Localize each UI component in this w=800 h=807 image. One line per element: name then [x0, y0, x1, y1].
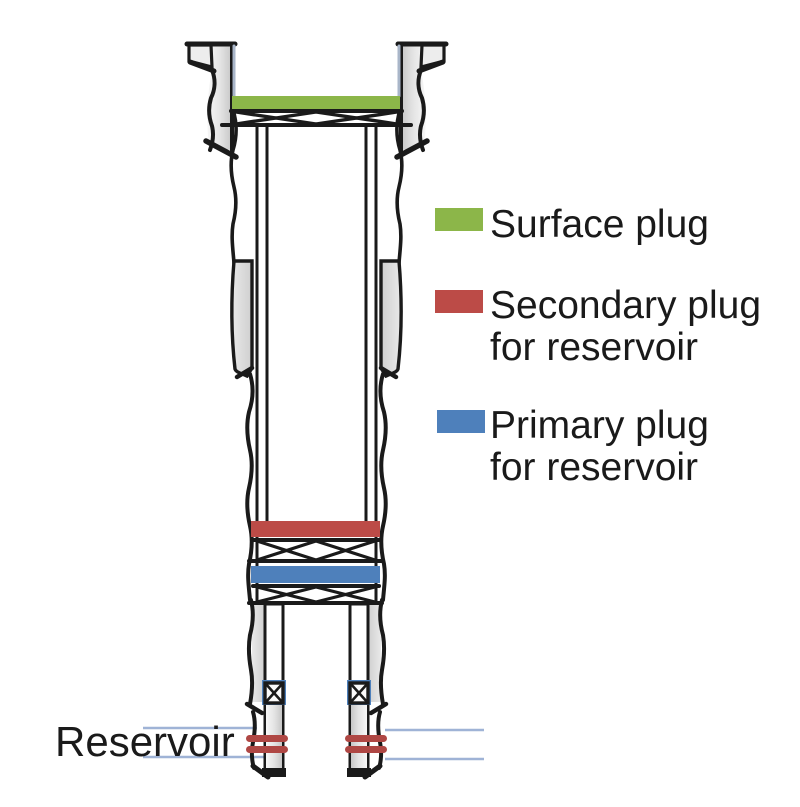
secondary-plug	[251, 521, 380, 537]
legend-item-surface-plug: Surface plug	[435, 203, 709, 246]
legend: Surface plug Secondary plug for reservoi…	[435, 203, 761, 489]
liner-bottom-cap	[262, 768, 286, 777]
legend-swatch-surface-plug	[435, 208, 483, 231]
well-casing-left	[184, 41, 288, 780]
well-casing-right	[345, 44, 446, 777]
deep-casing-wavy-wall	[245, 372, 255, 602]
legend-label-secondary-plug-line1: Secondary plug	[490, 284, 761, 327]
plugs-and-hatches	[220, 96, 413, 605]
cement-column	[230, 259, 254, 379]
legend-label-primary-plug-line1: Primary plug	[490, 404, 709, 447]
legend-label-surface-plug: Surface plug	[490, 203, 709, 246]
conductor-outer-wavy-edge	[207, 68, 217, 152]
casing-string-wavy-line	[229, 111, 238, 265]
cement-hatch-top	[220, 109, 413, 127]
surface-plug	[232, 96, 400, 111]
cement-hatch-bottom	[247, 584, 384, 605]
leg-casing-shoe	[244, 701, 265, 716]
reservoir-boundary-lines	[143, 726, 484, 761]
perforation-mark	[246, 746, 288, 753]
legend-item-primary-plug: Primary plug for reservoir	[437, 404, 709, 489]
reservoir-label: Reservoir	[55, 718, 235, 765]
legend-label-primary-plug-line2: for reservoir	[490, 446, 698, 489]
cement-hatch-mid	[247, 538, 384, 563]
legend-swatch-primary-plug	[437, 410, 485, 433]
legend-swatch-secondary-plug	[435, 290, 483, 313]
perforation-mark	[246, 735, 288, 742]
legend-label-secondary-plug-line2: for reservoir	[490, 326, 698, 369]
flange-lip	[187, 59, 217, 74]
packer-x-2	[263, 681, 285, 705]
legend-item-secondary-plug: Secondary plug for reservoir	[435, 284, 761, 369]
leg-cement	[252, 602, 265, 702]
primary-plug	[251, 566, 380, 583]
leg-outer-wavy-upper	[246, 598, 255, 706]
casing-shoe-mid	[234, 365, 255, 380]
